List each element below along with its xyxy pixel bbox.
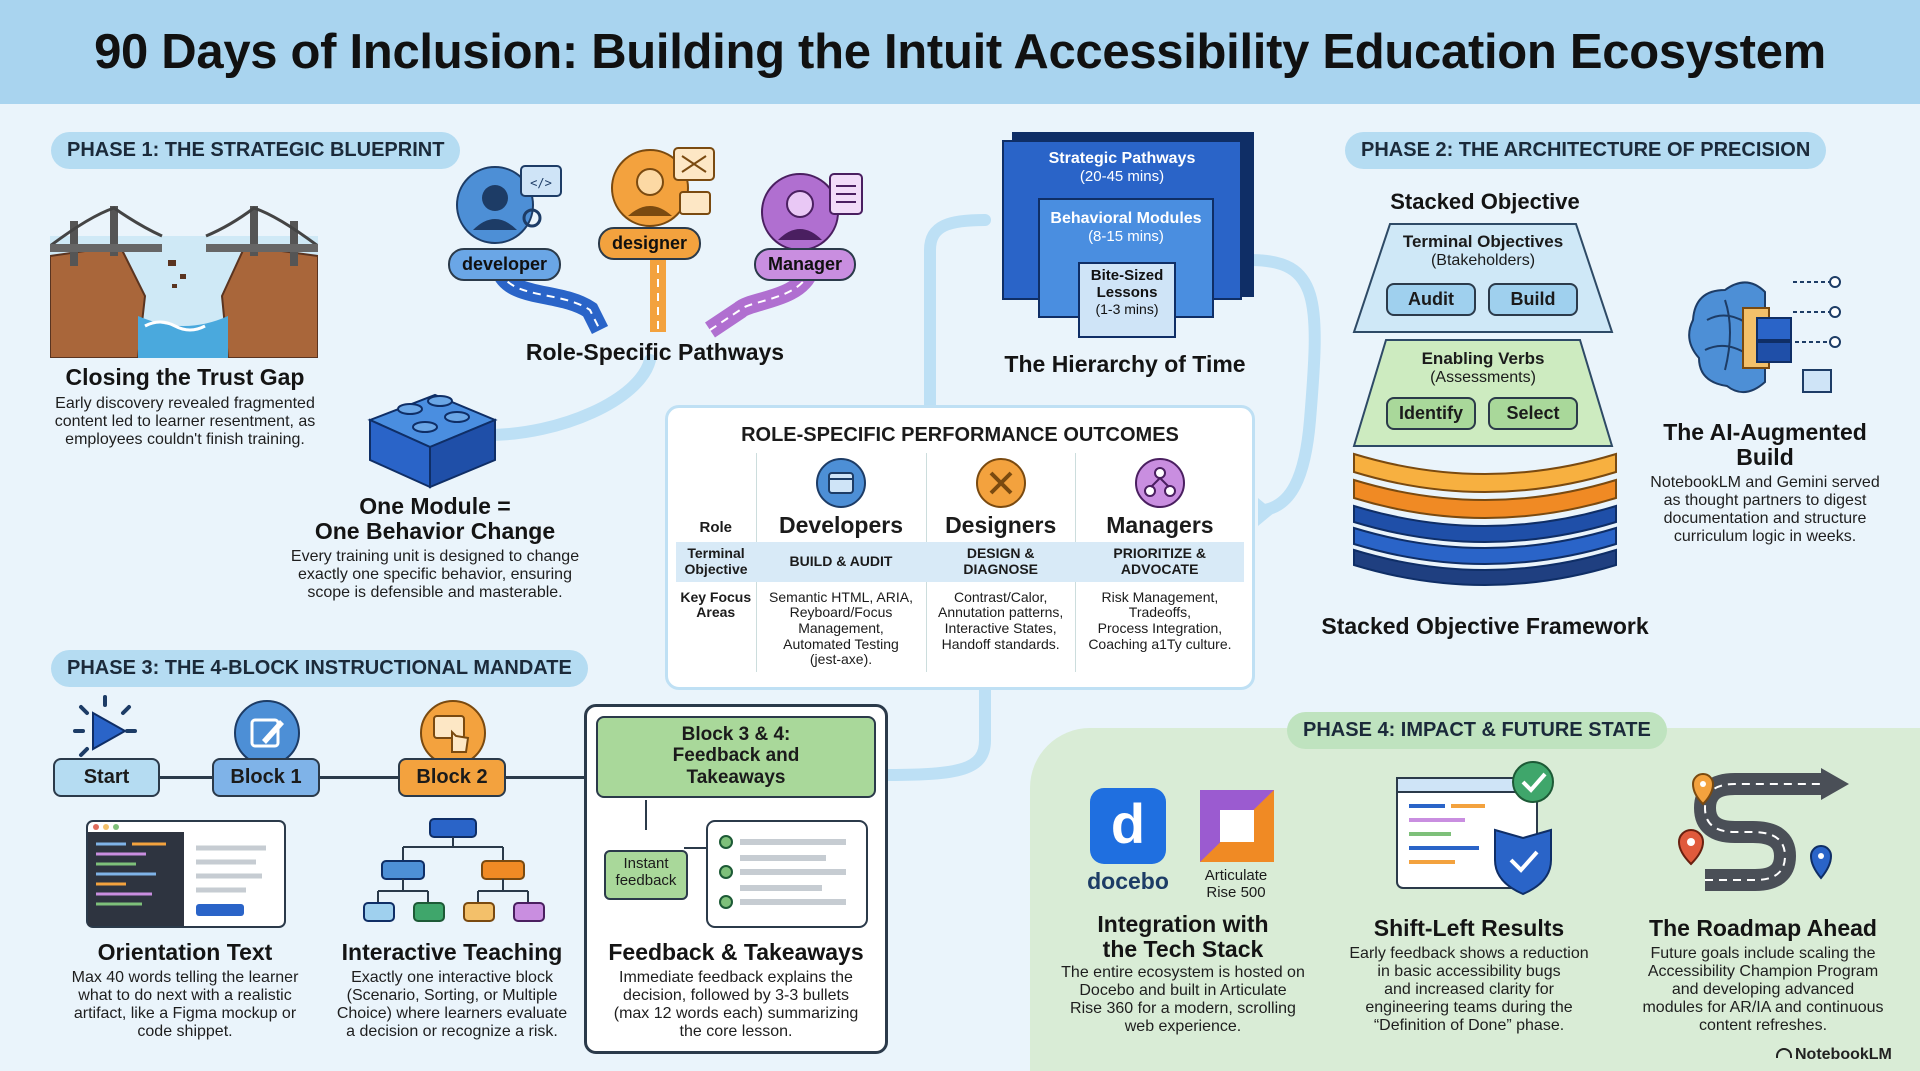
chip-audit: Audit bbox=[1386, 283, 1476, 316]
enabling-verbs-text: Enabling Verbs (Assessments) bbox=[1421, 349, 1545, 386]
one-module-title: One Module = One Behavior Change bbox=[314, 493, 556, 545]
svg-text:</>: </> bbox=[530, 176, 552, 190]
framework-title: Stacked Objective Framework bbox=[1321, 613, 1649, 639]
header-banner: 90 Days of Inclusion: Building the Intui… bbox=[0, 0, 1920, 104]
col-designers: Designers bbox=[925, 453, 1076, 543]
orientation-title: Orientation Text bbox=[97, 939, 273, 965]
trust-gap-desc: Early discovery revealed fragmented cont… bbox=[54, 395, 316, 448]
instant-feedback-box: Instant feedback bbox=[604, 850, 688, 900]
docebo-logo-icon: d bbox=[1090, 788, 1166, 864]
orientation-code-screen-illustration bbox=[86, 820, 286, 928]
docebo-wordmark: docebo bbox=[1087, 868, 1169, 894]
start-box: Start bbox=[53, 758, 160, 797]
phase2-label: PHASE 2: THE ARCHITECTURE OF PRECISION bbox=[1345, 132, 1827, 169]
role-pill-manager: Manager bbox=[754, 248, 857, 281]
page-title: 90 Days of Inclusion: Building the Intui… bbox=[94, 25, 1826, 79]
shift-left-title: Shift-Left Results bbox=[1373, 915, 1565, 941]
interactive-desc: Exactly one interactive block (Scenario,… bbox=[336, 969, 568, 1040]
articulate-wordmark: Articulate Rise 500 bbox=[1204, 867, 1268, 901]
roadmap-title: The Roadmap Ahead bbox=[1649, 915, 1877, 941]
integration-desc: The entire ecosystem is hosted on Docebo… bbox=[1061, 964, 1305, 1035]
block1-box: Block 1 bbox=[212, 758, 320, 797]
manager-network-icon bbox=[1134, 458, 1185, 508]
interactive-hand-icon bbox=[420, 700, 486, 766]
stacked-objective-title: Stacked Objective bbox=[1390, 189, 1580, 214]
performance-outcomes-card: ROLE-SPECIFIC PERFORMANCE OUTCOMES Role … bbox=[665, 405, 1255, 690]
block2-box: Block 2 bbox=[398, 758, 506, 797]
manager-avatar-icon bbox=[761, 173, 863, 251]
designer-avatar-icon bbox=[611, 147, 715, 227]
ai-build-desc: NotebookLM and Gemini served as thought … bbox=[1650, 474, 1880, 545]
roadmap-desc: Future goals include scaling the Accessi… bbox=[1642, 945, 1884, 1034]
role-label: Role bbox=[699, 518, 732, 536]
terminal-objectives-text: Terminal Objectives (Btakeholders) bbox=[1402, 232, 1564, 269]
one-module-desc: Every training unit is designed to chang… bbox=[290, 548, 580, 601]
outcomes-table: Role Developers Designers Managers Termi… bbox=[676, 453, 1244, 673]
phase3-timeline-line bbox=[100, 776, 600, 779]
notebooklm-watermark: NotebookLM bbox=[1776, 1046, 1892, 1064]
chip-identify: Identify bbox=[1386, 397, 1476, 430]
designer-tools-icon bbox=[975, 458, 1026, 508]
ai-brain-circuit-icon bbox=[1688, 276, 1841, 393]
outcomes-title: ROLE-SPECIFIC PERFORMANCE OUTCOMES bbox=[741, 424, 1179, 446]
feedback-title: Feedback & Takeaways bbox=[608, 939, 864, 965]
col-developers: Developers bbox=[755, 453, 927, 543]
hierarchy-title: The Hierarchy of Time bbox=[1004, 351, 1246, 377]
roadmap-road-illustration bbox=[1677, 768, 1849, 891]
col-managers: Managers bbox=[1074, 453, 1244, 543]
orientation-desc: Max 40 words telling the learner what to… bbox=[71, 969, 299, 1040]
phase4-label: PHASE 4: IMPACT & FUTURE STATE bbox=[1287, 712, 1667, 749]
takeaways-bullets-illustration bbox=[706, 820, 868, 928]
start-play-icon bbox=[73, 695, 137, 757]
block34-box: Block 3 & 4: Feedback and Takeaways bbox=[596, 716, 876, 798]
hierarchy-bite-box: Bite-Sized Lessons (1-3 mins) bbox=[1078, 262, 1176, 338]
role-pill-developer: developer bbox=[448, 248, 562, 281]
feedback-desc: Immediate feedback explains the decision… bbox=[613, 969, 859, 1040]
phase1-label: PHASE 1: THE STRATEGIC BLUEPRINT bbox=[51, 132, 461, 169]
integration-title: Integration with the Tech Stack bbox=[1097, 911, 1269, 963]
interactive-sorting-tree-illustration bbox=[363, 818, 545, 922]
notebooklm-logo-icon bbox=[1776, 1048, 1792, 1058]
shift-left-code-shield-illustration bbox=[1396, 761, 1554, 896]
chip-build: Build bbox=[1488, 283, 1578, 316]
developer-browser-icon bbox=[816, 458, 866, 508]
interactive-title: Interactive Teaching bbox=[341, 939, 563, 965]
role-pathways-title: Role-Specific Pathways bbox=[525, 339, 785, 365]
shift-left-desc: Early feedback shows a reduction in basi… bbox=[1349, 945, 1589, 1034]
trust-gap-title: Closing the Trust Gap bbox=[65, 364, 305, 390]
lego-block-icon bbox=[367, 393, 498, 489]
stacked-layers-graphic bbox=[1353, 452, 1617, 586]
ai-build-title: The AI-Augmented Build bbox=[1663, 419, 1867, 471]
developer-avatar-icon: </> bbox=[456, 165, 562, 244]
phase3-label: PHASE 3: THE 4-BLOCK INSTRUCTIONAL MANDA… bbox=[51, 650, 588, 687]
broken-bridge-illustration bbox=[50, 206, 318, 358]
chip-select: Select bbox=[1488, 397, 1578, 430]
role-pill-designer: designer bbox=[598, 227, 702, 260]
articulate-rise-logo-icon bbox=[1200, 790, 1274, 862]
